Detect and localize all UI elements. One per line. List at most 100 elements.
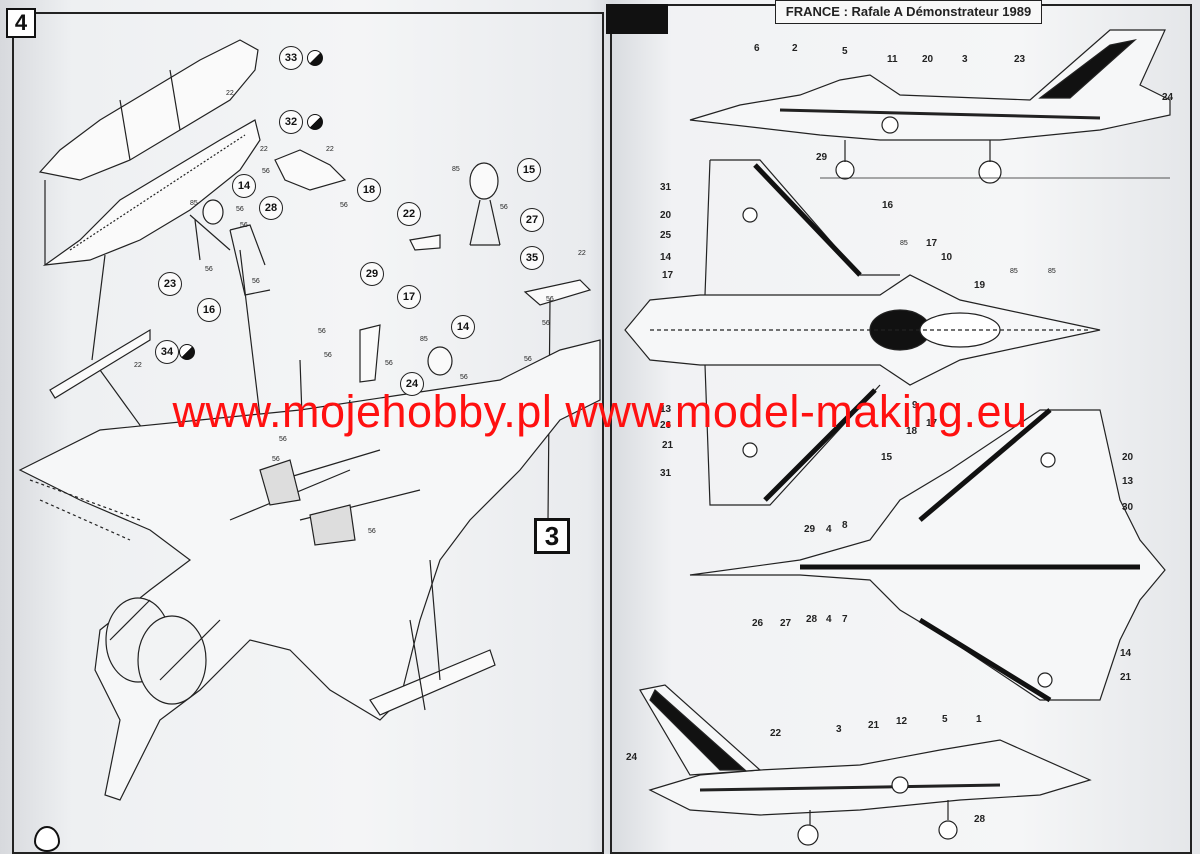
part-label: 56 (340, 202, 348, 209)
part-label: 18 (906, 426, 918, 437)
callout-part: 23 (158, 272, 182, 296)
part-label: 10 (941, 252, 953, 263)
part-label: 6 (754, 43, 760, 54)
part-label: 22 (770, 728, 782, 739)
part-label: 20 (1122, 452, 1134, 463)
part-label: 24 (1162, 92, 1174, 103)
part-label: 56 (460, 374, 468, 381)
part-label: 21 (662, 440, 674, 451)
callout-part: 22 (397, 202, 421, 226)
left-panel-frame (12, 12, 604, 854)
part-label: 11 (887, 54, 898, 65)
callout-part: 16 (197, 298, 221, 322)
part-label: 56 (500, 204, 508, 211)
part-label: 3 (962, 54, 968, 65)
part-label: 20 (660, 210, 672, 221)
part-label: 17 (662, 270, 674, 281)
callout-part: 32 (279, 110, 303, 134)
part-label: 17 (926, 418, 938, 429)
part-label: 85 (420, 336, 428, 343)
part-label: 56 (240, 222, 248, 229)
callout-part: 14 (232, 174, 256, 198)
part-label: 13 (660, 404, 672, 415)
step-3-box: 3 (534, 518, 570, 554)
part-label: 56 (385, 360, 393, 367)
part-label: 5 (842, 46, 848, 57)
part-label: 31 (660, 468, 672, 479)
callout-part: 27 (520, 208, 544, 232)
part-label: 26 (752, 618, 764, 629)
callout-part: 28 (259, 196, 283, 220)
callout-part: 17 (397, 285, 421, 309)
part-label: 3 (836, 724, 842, 735)
paint-dial-icon (307, 114, 323, 130)
part-label: 56 (542, 320, 550, 327)
part-label: 15 (881, 452, 893, 463)
part-label: 22 (226, 90, 234, 97)
paint-dial-icon (307, 50, 323, 66)
part-label: 85 (452, 166, 460, 173)
part-label: 19 (974, 280, 986, 291)
callout-part: 35 (520, 246, 544, 270)
part-label: 56 (279, 436, 287, 443)
paint-dial-icon (179, 344, 195, 360)
part-label: 8 (842, 520, 848, 531)
part-label: 14 (1120, 648, 1132, 659)
part-label: 7 (842, 614, 848, 625)
part-label: 56 (524, 356, 532, 363)
part-label: 29 (816, 152, 828, 163)
part-label: 22 (260, 146, 268, 153)
part-label: 26 (660, 420, 672, 431)
callout-part: 18 (357, 178, 381, 202)
part-label: 31 (660, 182, 672, 193)
step-4-box: 4 (6, 8, 36, 38)
part-label: 56 (205, 266, 213, 273)
part-label: 56 (262, 168, 270, 175)
part-label: 56 (318, 328, 326, 335)
part-label: 4 (826, 614, 832, 625)
part-label: 22 (326, 146, 334, 153)
part-label: 25 (660, 230, 672, 241)
callout-part: 15 (517, 158, 541, 182)
part-label: 14 (660, 252, 672, 263)
part-label: 22 (578, 250, 586, 257)
part-label: 9 (912, 400, 918, 411)
brush-star-icon (606, 4, 668, 34)
part-label: 21 (1120, 672, 1132, 683)
part-label: 56 (252, 278, 260, 285)
part-label: 56 (272, 456, 280, 463)
part-label: 85 (900, 240, 908, 247)
callout-part: 33 (279, 46, 303, 70)
part-label: 23 (1014, 54, 1026, 65)
part-label: 13 (1122, 476, 1134, 487)
watermark-text: www.mojehobby.pl www.model-making.eu (172, 386, 1028, 437)
part-label: 27 (780, 618, 792, 629)
part-label: 4 (826, 524, 832, 535)
part-label: 24 (626, 752, 638, 763)
part-label: 56 (236, 206, 244, 213)
part-label: 30 (1122, 502, 1134, 513)
part-label: 16 (882, 200, 894, 211)
part-label: 85 (1048, 268, 1056, 275)
part-label: 29 (804, 524, 816, 535)
part-label: 22 (134, 362, 142, 369)
callout-part: 24 (400, 372, 424, 396)
part-label: 21 (868, 720, 880, 731)
part-label: 17 (926, 238, 938, 249)
part-label: 85 (190, 200, 198, 207)
part-label: 28 (806, 614, 818, 625)
page-title: FRANCE : Rafale A Démonstrateur 1989 (775, 0, 1042, 24)
part-label: 12 (896, 716, 908, 727)
part-label: 56 (368, 528, 376, 535)
callout-part: 34 (155, 340, 179, 364)
part-label: 5 (942, 714, 948, 725)
part-label: 56 (546, 296, 554, 303)
water-drop-icon (34, 826, 60, 852)
part-label: 1 (976, 714, 982, 725)
part-label: 28 (974, 814, 986, 825)
part-label: 20 (922, 54, 934, 65)
callout-part: 29 (360, 262, 384, 286)
part-label: 56 (324, 352, 332, 359)
